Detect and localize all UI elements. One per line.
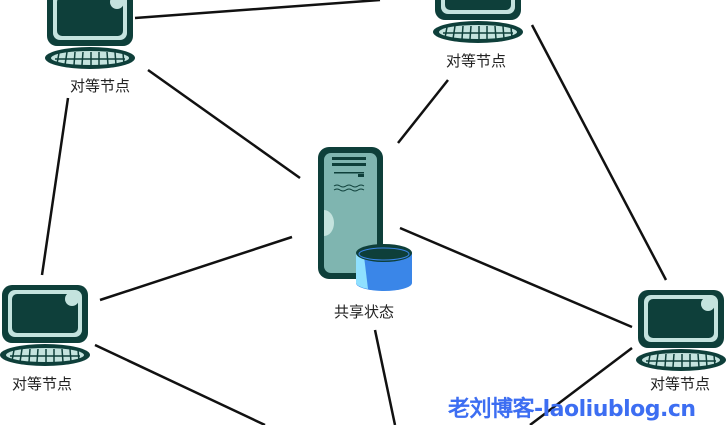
link-server-right (399, 226, 633, 329)
node-label-top-left: 对等节点 (69, 77, 131, 95)
link-right-bottom (529, 347, 633, 425)
node-label-left: 对等节点 (11, 375, 73, 393)
node-label-right: 对等节点 (649, 375, 711, 393)
link-topright-server (397, 79, 449, 144)
link-topleft-server (147, 68, 301, 180)
link-left-server (99, 235, 293, 302)
computer-icon-top-left (44, 0, 136, 70)
server-label: 共享状态 (333, 303, 395, 321)
link-topright-right (530, 24, 668, 281)
link-left-bottom (94, 343, 266, 425)
link-topleft-left (40, 97, 70, 276)
watermark: 老刘博客-laoliublog.cn (448, 397, 696, 422)
link-topleft-topright (134, 0, 381, 20)
computer-icon-right (635, 289, 727, 372)
database-icon (356, 244, 412, 291)
computer-icon-left (0, 284, 91, 367)
computer-icon-top-right (432, 0, 524, 44)
node-label-top-right: 对等节点 (445, 52, 507, 70)
link-server-bottom (373, 329, 397, 425)
connections (40, 0, 668, 425)
